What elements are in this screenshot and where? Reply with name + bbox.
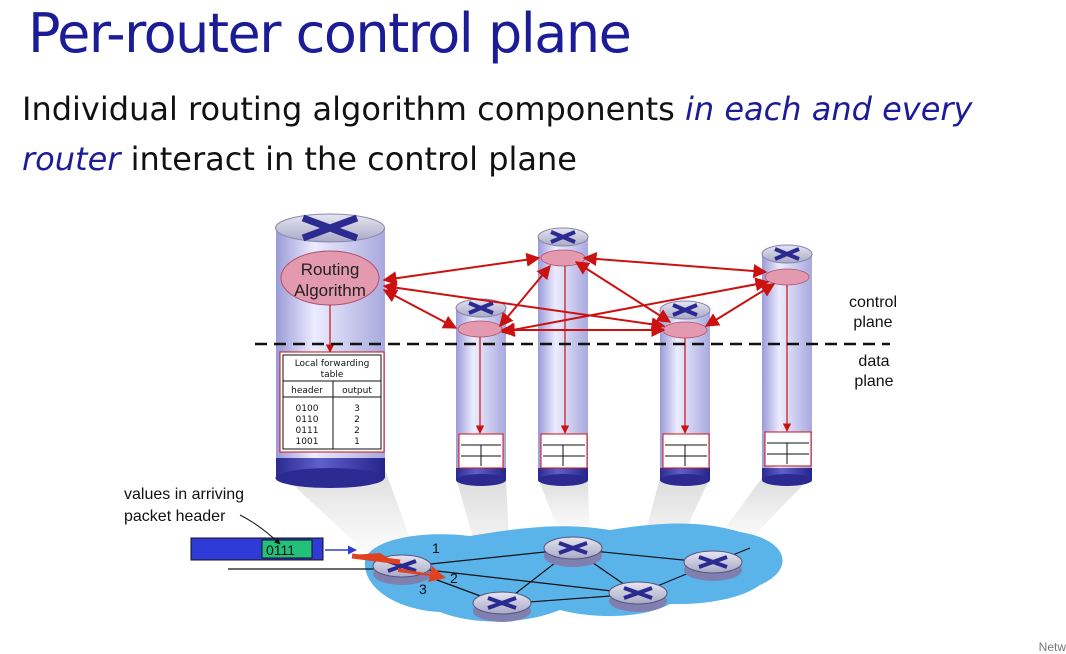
routing-algorithm-label-line2: Algorithm — [294, 281, 366, 300]
data-plane-text: data plane — [854, 353, 894, 390]
control-plane-label: control plane — [842, 293, 904, 333]
ft-row-output: 2 — [354, 415, 360, 425]
ft-row-header: 0100 — [296, 404, 319, 414]
ft-row-output: 2 — [354, 426, 360, 436]
network-router-2 — [472, 591, 532, 622]
subtitle-emphasis: in each and every — [685, 90, 973, 128]
router-cylinder-3 — [537, 227, 589, 486]
subtitle-text: Individual routing algorithm components — [22, 90, 686, 128]
subtitle-text-2: interact in the control plane — [120, 140, 577, 178]
ft-row-output: 3 — [354, 404, 360, 414]
ft-row-header: 0110 — [296, 415, 319, 425]
subtitle-line-1: Individual routing algorithm components … — [22, 90, 1062, 128]
port-label-2: 2 — [450, 570, 458, 586]
ft-row-header: 0111 — [296, 426, 319, 436]
control-plane-text: control plane — [848, 294, 898, 331]
page-title: Per-router control plane — [28, 2, 632, 65]
packet-callout-line — [239, 514, 281, 545]
router-cylinder-2 — [455, 298, 507, 486]
ft-row-output: 1 — [354, 437, 360, 447]
network-cloud — [364, 523, 783, 622]
subtitle-line-2: router interact in the control plane — [22, 140, 1062, 178]
routing-algorithm-label-line1: Routing — [301, 260, 360, 279]
arriving-header-text: values in arriving packet header — [124, 486, 245, 525]
svg-text:table: table — [321, 370, 344, 380]
control-plane-arrows — [382, 251, 776, 337]
arrow-big-r3 — [382, 252, 541, 286]
router-cylinder-large: Routing Algorithm Local forwarding table… — [275, 213, 385, 488]
router-cylinder-5 — [761, 244, 813, 486]
port-label-1: 1 — [432, 540, 440, 556]
ft-row-header: 1001 — [296, 437, 319, 447]
subtitle-emphasis-router: router — [22, 140, 121, 178]
ft-col-output: output — [342, 386, 372, 396]
network-router-3 — [543, 536, 603, 567]
arrow-r4-r5 — [704, 283, 776, 327]
router-cylinder-4 — [659, 300, 711, 486]
arriving-packet: 0111 — [190, 537, 357, 561]
arrow-r3-r5 — [582, 251, 768, 279]
link-1-4 — [401, 566, 639, 595]
forwarding-arrow — [352, 553, 446, 582]
packet-header-value: 0111 — [266, 542, 295, 558]
data-plane-label: data plane — [850, 352, 898, 392]
ft-col-header: header — [291, 386, 323, 396]
svg-text:Local forwarding: Local forwarding — [295, 359, 370, 369]
network-router-4 — [608, 581, 668, 612]
arrow-r3-r4 — [574, 261, 672, 323]
footer-text: Netw — [1038, 640, 1066, 654]
arriving-header-label: values in arriving packet header — [124, 484, 264, 528]
network-router-5 — [683, 550, 743, 581]
port-label-3: 3 — [419, 581, 427, 597]
